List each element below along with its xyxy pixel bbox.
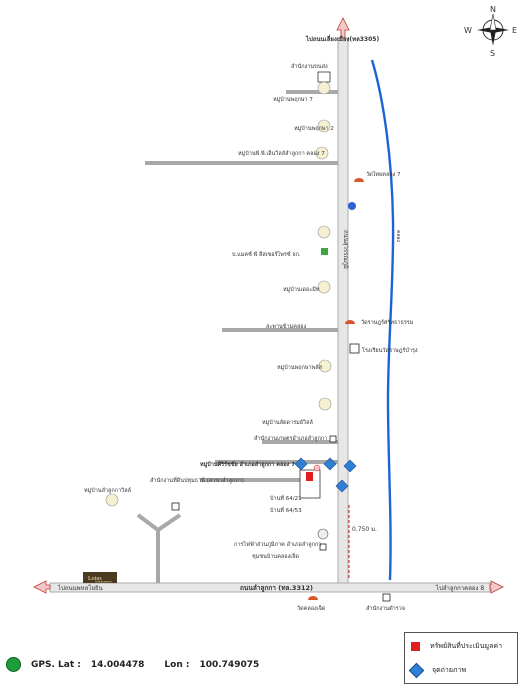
village-5-label: หมู่บ้านพฤกษาพลัส: [277, 364, 323, 371]
gas-station-label: บ.แมคซ์ พี ลีสเซอร์ไพรซ์ จก.: [232, 251, 301, 258]
side-road-label: ถนนสุวรรณภูมิ: [342, 230, 349, 269]
school-2-icon: [349, 343, 360, 354]
main-road-label: ถนนลำลูกกา (ทล.3312): [240, 584, 313, 593]
village-6-label: หมู่บ้านลัดดารมย์วิลล์: [262, 419, 313, 426]
side-roads: [136, 90, 338, 583]
house-2-label: บ้านที่ 64/53: [270, 506, 302, 514]
photo-point-1-icon: [294, 457, 308, 471]
police-label: สำนักงานตำรวจ: [366, 605, 405, 612]
gps-lat-label: GPS. Lat :: [31, 659, 81, 670]
lotus-label: Lotus: [88, 576, 102, 582]
property-village-label: หมู่บ้านศิริรัชชัย อำเภอลำลูกกา คลอง 7: [200, 460, 295, 469]
west-destination-label: ไปถนนพหลโยธิน: [57, 584, 103, 592]
lotus-logo-icon: [83, 572, 117, 583]
village-3-label: หมู่บ้านพี.พี.เอ็นวิลล์ลำลูกกา คลอง 7: [238, 149, 325, 157]
compass-w: W: [464, 26, 472, 35]
electricity-label: การไฟฟ้าส่วนภูมิภาค อำเภอลำลูกกา: [234, 541, 321, 548]
community-label: ชุมชนบ้านคลองเจ็ด: [252, 552, 299, 560]
legend-item-property: ทรัพย์สินที่ประเมินมูลค่า: [411, 641, 502, 652]
legend-item-photo: จุดถ่ายภาพ: [408, 662, 467, 679]
distance-label: 0.750 ม.: [352, 526, 377, 533]
village-4-label: หมู่บ้านเดอะมีท: [283, 286, 320, 293]
legend-item-1-label: ทรัพย์สินที่ประเมินมูลค่า: [430, 642, 503, 650]
house-1-label: บ้านที่ 64/21: [270, 494, 302, 502]
poi-icons: Lotus SUPERCENTER: [83, 71, 391, 602]
photo-diamond-icon: [408, 662, 425, 679]
property-marker-icon: [306, 472, 313, 481]
compass-e: E: [512, 26, 517, 35]
village-1-label: หมู่บ้านพฤกษา 7: [273, 96, 313, 103]
north-destination-label: ไปถนนเลี่ยงเมือง(ทล3305): [305, 34, 379, 43]
compass-s: S: [490, 49, 495, 58]
community-icon: [319, 543, 327, 551]
gps-lon-value: 100.749075: [199, 659, 260, 670]
property-square-icon: [411, 642, 420, 651]
gps-lat-value: 14.004478: [90, 659, 145, 670]
office-west-label: สำนักงานที่ดินปทุมธานี (สาขาลำลูกกา): [150, 476, 244, 484]
village-6-icon: [318, 397, 332, 411]
temple-2-icon: [345, 320, 355, 324]
gas-station-icon: [348, 202, 356, 210]
village-2-label: หมู่บ้านพฤกษา 2: [294, 125, 334, 132]
place-labels: สำนักงานขนส่ง หมู่บ้านพฤกษา 7 หมู่บ้านพฤ…: [84, 63, 418, 612]
village-4a-icon: [317, 225, 331, 239]
school-2-label: โรงเรียนวัดราษฎร์บำรุง: [362, 346, 418, 354]
gps-readout: GPS. Lat : 14.004478 Lon : 100.749075: [6, 657, 259, 672]
canal-line: [370, 59, 395, 581]
photo-point-2-icon: [323, 457, 337, 471]
office-west-icon: [171, 502, 180, 511]
temple-2-label: วัดราษฎร์ศรัทธาธรรม: [361, 319, 414, 326]
office-1-icon: [329, 435, 337, 443]
village-west-label: หมู่บ้านลำลูกกาวิลล์: [84, 487, 131, 494]
bridge-label: สะพานข้ามคลอง: [266, 323, 307, 330]
north-arrow-icon: [336, 17, 350, 39]
village-3-icon: [315, 146, 329, 160]
gps-dot-icon: [6, 657, 21, 672]
photo-point-3-icon: [343, 459, 357, 473]
temple-1-label: วัดไทยคลอง 7: [366, 171, 401, 178]
photo-point-4-icon: [335, 479, 349, 493]
village-1-icon: [317, 81, 331, 95]
west-arrow-icon: [33, 580, 51, 594]
property-area: [294, 457, 357, 499]
lotus-sub-label: SUPERCENTER: [95, 582, 112, 584]
east-arrow-icon: [489, 580, 504, 594]
compass-n: N: [490, 5, 496, 14]
legend-box: ทรัพย์สินที่ประเมินมูลค่า จุดถ่ายภาพ: [404, 632, 518, 684]
school-north-icon: [317, 71, 331, 83]
gas-station-square-icon: [321, 248, 328, 255]
school-north-label: สำนักงานขนส่ง: [291, 63, 328, 70]
east-destination-label: ไปลำลูกกาคลอง 8: [435, 584, 484, 592]
electricity-icon: [317, 528, 329, 540]
village-2-icon: [317, 119, 331, 133]
temple-1-icon: [354, 178, 364, 182]
police-icon: [382, 593, 391, 602]
temple-3-label: วัดคลองเจ็ด: [297, 604, 326, 612]
village-5-icon: [318, 359, 332, 373]
canal-label: คลอง: [395, 230, 401, 242]
village-west-icon: [105, 493, 119, 507]
village-4-icon: [317, 280, 331, 294]
gps-lon-label: Lon :: [164, 659, 190, 670]
legend-item-2-label: จุดถ่ายภาพ: [432, 666, 467, 674]
compass-rose-icon: N S E W: [464, 5, 517, 58]
vertical-road: [337, 37, 349, 589]
office-1-label: สำนักงานเกษตรอำเภอลำลูกกา: [254, 435, 327, 442]
temple-3-icon: [308, 596, 318, 600]
